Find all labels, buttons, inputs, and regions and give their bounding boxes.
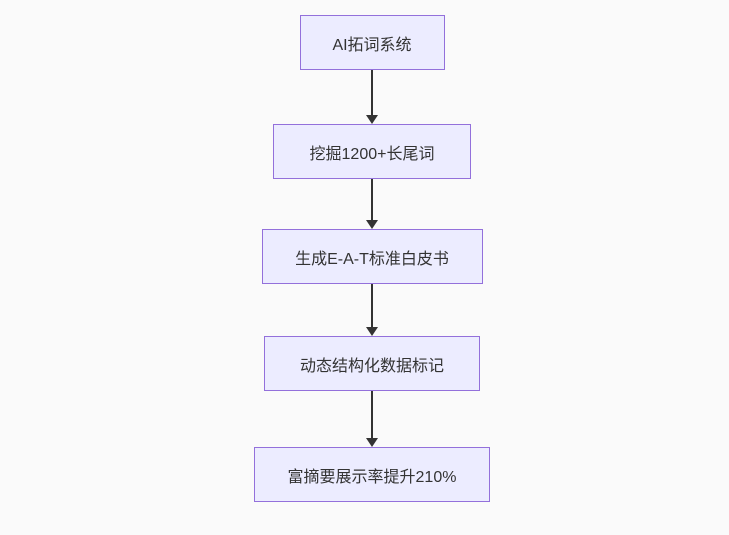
flowchart-node-eat-whitepaper: 生成E-A-T标准白皮书: [261, 229, 483, 284]
flowchart-node-rich-snippet-rate: 富摘要展示率提升210%: [254, 447, 490, 502]
arrowhead-icon: [366, 220, 378, 229]
arrow-line: [371, 284, 373, 327]
arrow-line: [371, 70, 373, 115]
arrow-line: [371, 179, 373, 220]
arrow-down-1: [366, 70, 378, 124]
node-label: 挖掘1200+长尾词: [309, 145, 435, 163]
arrow-down-3: [366, 284, 378, 336]
node-label: 富摘要展示率提升210%: [287, 468, 457, 486]
node-label: 动态结构化数据标记: [299, 357, 444, 375]
node-label: 生成E-A-T标准白皮书: [295, 250, 449, 268]
arrowhead-icon: [366, 438, 378, 447]
arrowhead-icon: [366, 327, 378, 336]
arrow-down-2: [366, 179, 378, 229]
arrow-down-4: [366, 391, 378, 447]
arrow-line: [371, 391, 373, 438]
flowchart-node-longtail-mining: 挖掘1200+长尾词: [273, 124, 471, 179]
flowchart-node-ai-keyword-system: AI拓词系统: [299, 15, 445, 70]
flowchart-node-structured-data: 动态结构化数据标记: [264, 336, 480, 391]
arrowhead-icon: [366, 115, 378, 124]
node-label: AI拓词系统: [332, 36, 412, 54]
flowchart: AI拓词系统 挖掘1200+长尾词 生成E-A-T标准白皮书 动态结构化数据标记: [254, 15, 490, 502]
